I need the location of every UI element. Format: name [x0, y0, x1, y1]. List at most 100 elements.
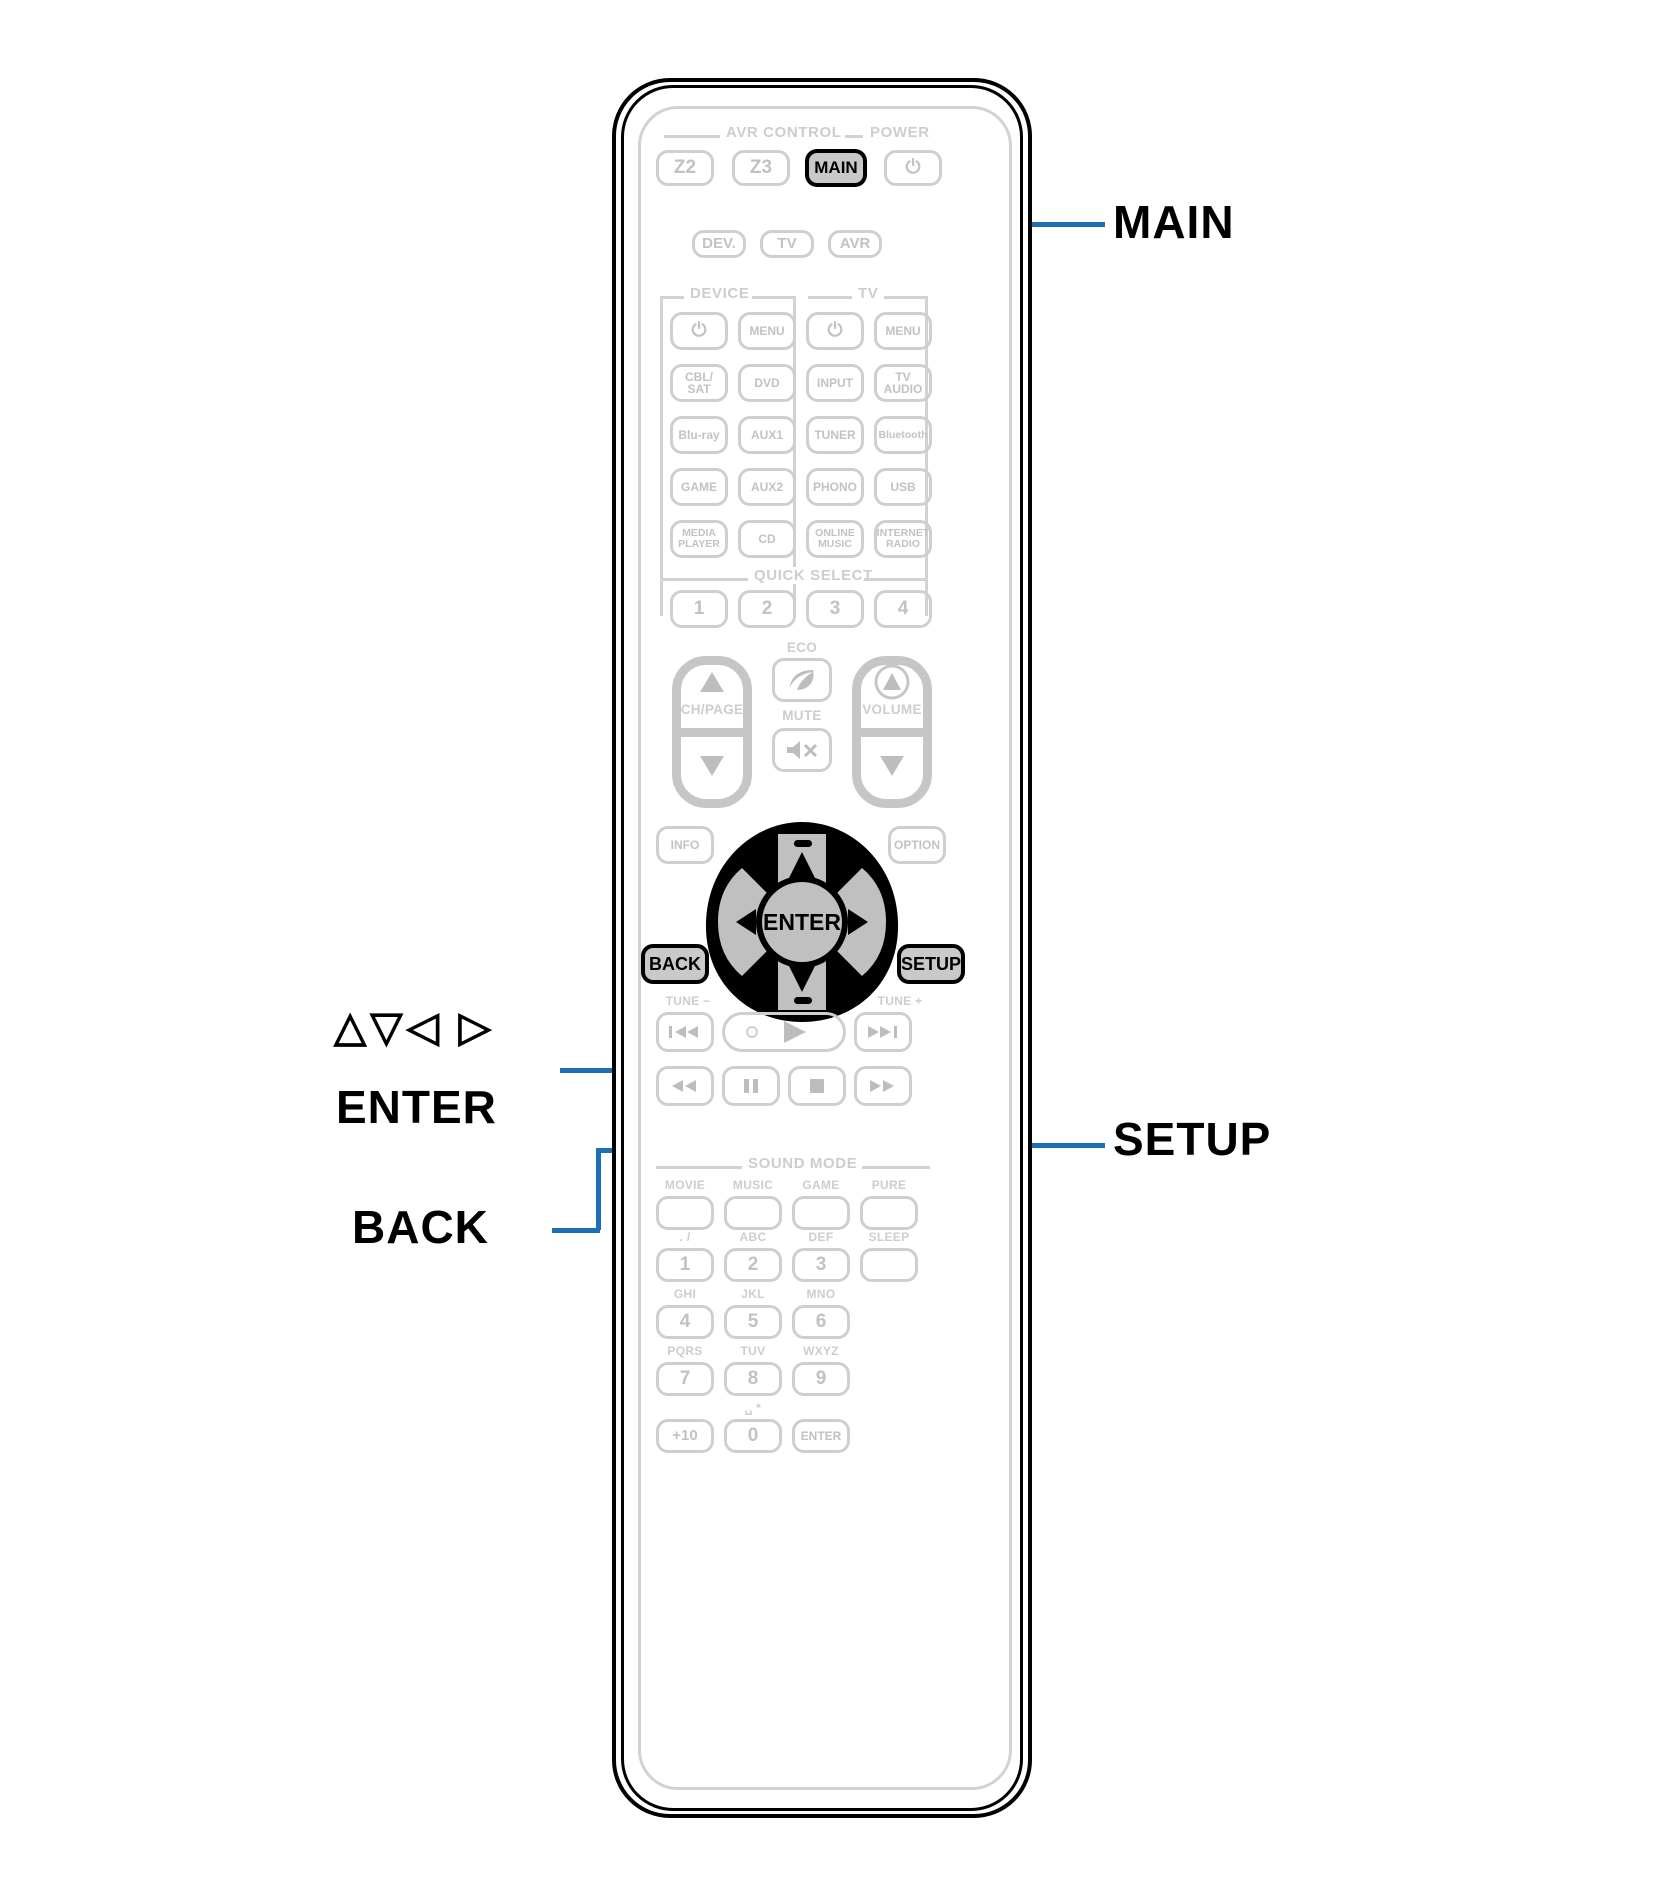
key-6-button[interactable]: 6	[792, 1305, 850, 1339]
avr-control-rule-right	[845, 135, 863, 138]
key-enter-button[interactable]: ENTER	[792, 1419, 850, 1453]
quick-select-3-button[interactable]: 3	[806, 590, 864, 628]
device-group-frame-right	[793, 296, 796, 616]
power-button[interactable]: ⏻	[884, 150, 942, 186]
zone3-button[interactable]: Z3	[732, 150, 790, 186]
quick-select-2-button[interactable]: 2	[738, 590, 796, 628]
key-9-button[interactable]: 9	[792, 1362, 850, 1396]
mute-button[interactable]	[772, 728, 832, 772]
aux1-button[interactable]: AUX1	[738, 416, 796, 454]
game-mode-button[interactable]	[792, 1196, 850, 1230]
eco-button[interactable]	[772, 658, 832, 702]
quick-select-4-button[interactable]: 4	[874, 590, 932, 628]
quick-select-label: QUICK SELECT	[748, 567, 879, 584]
info-button[interactable]: INFO	[656, 826, 714, 864]
callout-cursor: △▽◁ ▷	[334, 1003, 495, 1050]
key-7-button[interactable]: 7	[656, 1362, 714, 1396]
dev-mode-button[interactable]: DEV.	[692, 230, 746, 258]
callout-back: BACK	[352, 1201, 489, 1253]
setup-button[interactable]: SETUP	[897, 944, 965, 984]
phono-button[interactable]: PHONO	[806, 468, 864, 506]
avr-control-group-label: AVR CONTROL	[720, 124, 848, 141]
tv-group-rule-left	[808, 296, 852, 299]
sleep-label: SLEEP	[868, 1230, 910, 1244]
tv-mode-button[interactable]: TV	[760, 230, 814, 258]
cd-button[interactable]: CD	[738, 520, 796, 558]
music-button[interactable]	[724, 1196, 782, 1230]
mute-icon	[787, 741, 818, 759]
tv-menu-button[interactable]: MENU	[874, 312, 932, 350]
key-1-button[interactable]: 1	[656, 1248, 714, 1282]
play-button[interactable]	[722, 1012, 846, 1052]
device-menu-button[interactable]: MENU	[738, 312, 796, 350]
skip-next-button[interactable]	[854, 1012, 912, 1052]
zone2-button[interactable]: Z2	[656, 150, 714, 186]
skip-previous-icon	[669, 1026, 698, 1038]
cbl-sat-button[interactable]: CBL/SAT	[670, 364, 728, 402]
play-icon	[746, 1021, 806, 1043]
key-8-sub-label: TUV	[740, 1344, 766, 1358]
back-button[interactable]: BACK	[641, 944, 709, 984]
pause-icon	[744, 1079, 758, 1093]
ch-page-rocker-divider	[672, 728, 752, 737]
key-2-button[interactable]: 2	[724, 1248, 782, 1282]
tune-plus-label: TUNE +	[877, 994, 923, 1008]
tuner-button[interactable]: TUNER	[806, 416, 864, 454]
cursor-cluster[interactable]: ENTER	[700, 816, 904, 1036]
dvd-button[interactable]: DVD	[738, 364, 796, 402]
key-5-button[interactable]: 5	[724, 1305, 782, 1339]
quick-select-rule-left	[660, 578, 748, 581]
blu-ray-button[interactable]: Blu-ray	[670, 416, 728, 454]
key-4-sub-label: GHI	[673, 1287, 697, 1301]
pause-button[interactable]	[722, 1066, 780, 1106]
option-button[interactable]: OPTION	[888, 826, 946, 864]
main-button[interactable]: MAIN	[805, 149, 867, 187]
device-group-rule-left	[660, 296, 684, 299]
leader-line-back-h	[552, 1228, 600, 1233]
avr-mode-button[interactable]: AVR	[828, 230, 882, 258]
skip-next-icon	[868, 1026, 897, 1038]
usb-button[interactable]: USB	[874, 468, 932, 506]
music-label: MUSIC	[732, 1178, 774, 1192]
movie-button[interactable]	[656, 1196, 714, 1230]
pure-button[interactable]	[860, 1196, 918, 1230]
key-7-sub-label: PQRS	[667, 1344, 703, 1358]
stop-button[interactable]	[788, 1066, 846, 1106]
sound-mode-label: SOUND MODE	[742, 1155, 864, 1172]
key-plus10-button[interactable]: +10	[656, 1419, 714, 1453]
key-3-button[interactable]: 3	[792, 1248, 850, 1282]
input-button[interactable]: INPUT	[806, 364, 864, 402]
tune-minus-label: TUNE −	[665, 994, 711, 1008]
bluetooth-button[interactable]: Bluetooth	[874, 416, 932, 454]
rewind-button[interactable]	[656, 1066, 714, 1106]
skip-previous-button[interactable]	[656, 1012, 714, 1052]
mute-label: MUTE	[782, 708, 822, 723]
cbl-sat-label: CBL/SAT	[685, 369, 713, 396]
remote-face-panel	[638, 106, 1012, 1790]
remote-control-body: AVR CONTROL POWER Z2 Z3 MAIN ⏻ DEV. TV A…	[612, 78, 1032, 1818]
device-power-button[interactable]: ⏻	[670, 312, 728, 350]
game-button[interactable]: GAME	[670, 468, 728, 506]
quick-select-rule-right	[864, 578, 928, 581]
callout-enter: ENTER	[336, 1081, 497, 1133]
aux2-button[interactable]: AUX2	[738, 468, 796, 506]
key-4-button[interactable]: 4	[656, 1305, 714, 1339]
tv-power-button[interactable]: ⏻	[806, 312, 864, 350]
callout-setup: SETUP	[1113, 1113, 1272, 1165]
key-0-button[interactable]: 0	[724, 1419, 782, 1453]
rewind-icon	[672, 1080, 696, 1092]
leader-line-back-v	[596, 1148, 601, 1230]
fast-forward-button[interactable]	[854, 1066, 912, 1106]
quick-select-1-button[interactable]: 1	[670, 590, 728, 628]
ch-page-up-icon	[700, 672, 724, 692]
sleep-button[interactable]	[860, 1248, 918, 1282]
volume-rocker-divider	[852, 728, 932, 737]
key-8-button[interactable]: 8	[724, 1362, 782, 1396]
ch-page-label: CH/PAGE	[680, 702, 744, 717]
tv-group-label: TV	[852, 285, 885, 302]
